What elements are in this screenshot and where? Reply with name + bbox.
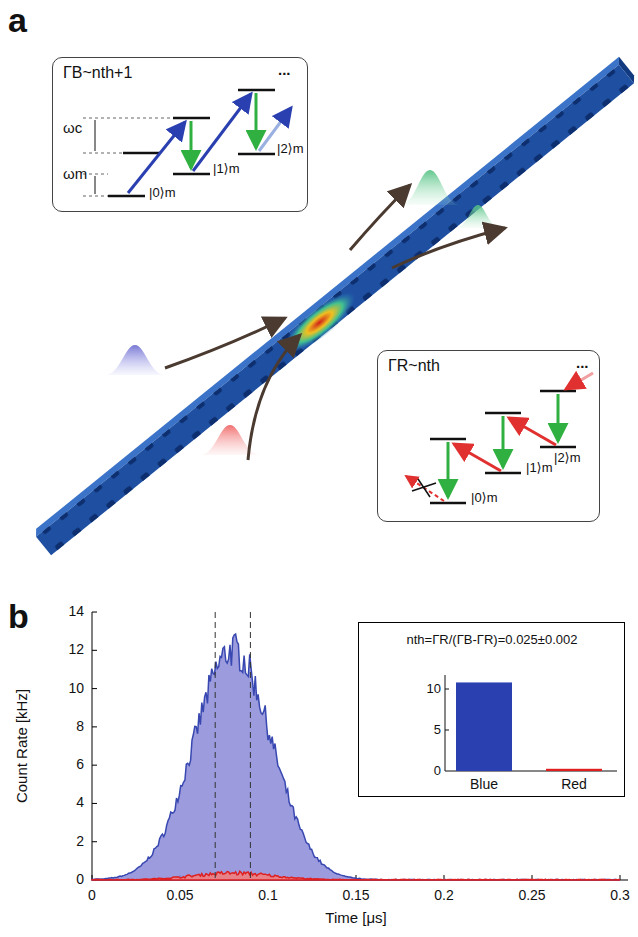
box-label: |1⟩m — [213, 162, 240, 176]
plot — [92, 871, 620, 880]
nanobeam — [32, 57, 623, 537]
bar-chart — [359, 623, 626, 798]
rate-box: ΓR~nth |0⟩m |1⟩m|2⟩m... — [377, 350, 600, 522]
level-diagram — [190, 121, 193, 168]
plot — [92, 612, 97, 613]
nanobeam — [32, 57, 638, 557]
box-label: 10 — [427, 682, 441, 696]
level-diagram — [412, 483, 436, 491]
plot — [92, 726, 97, 727]
plot — [92, 765, 97, 766]
tick-label: 0.05 — [166, 888, 193, 903]
tick-label: 0.1 — [258, 888, 277, 903]
level-diagram — [108, 195, 145, 198]
level-diagram — [83, 118, 173, 119]
tick-label: 14 — [68, 604, 84, 619]
level-diagram — [173, 117, 210, 120]
box-label: ωc — [63, 120, 82, 137]
level-diagram — [454, 444, 501, 471]
tick-label: 8 — [76, 719, 84, 734]
plot — [250, 612, 251, 880]
box-title: ΓR~nth — [388, 357, 440, 375]
tick-label: 10 — [68, 681, 84, 696]
level-diagram — [557, 394, 560, 441]
box-label: Blue — [470, 777, 498, 792]
level-diagram — [238, 153, 275, 156]
bar-chart — [445, 689, 449, 690]
plot — [92, 612, 628, 880]
level-diagram — [430, 502, 466, 505]
plot — [92, 612, 93, 880]
blue-pulse — [105, 345, 165, 375]
level-diagram — [193, 94, 251, 171]
level-diagram — [447, 442, 450, 497]
arrow — [165, 318, 285, 368]
arrow — [350, 185, 410, 250]
panel-letter: a — [8, 2, 27, 39]
axis-title: Count Rate [kHz] — [14, 689, 31, 803]
bar-chart — [456, 682, 512, 771]
green-pulse — [455, 205, 501, 228]
level-diagram — [406, 476, 444, 501]
level-diagram — [509, 418, 556, 445]
plot — [92, 650, 97, 651]
level-diagram — [238, 89, 275, 92]
level-diagram — [53, 58, 308, 213]
box-label: ... — [278, 62, 291, 79]
arrow — [392, 228, 505, 268]
rate-box: ΓB~nth+1 ωc ωm |0⟩m |1⟩m |2⟩m... — [52, 57, 308, 212]
box-label: |0⟩m — [149, 186, 176, 200]
level-diagram — [83, 196, 108, 197]
tick-label: 0.15 — [342, 888, 369, 903]
level-diagram — [485, 412, 521, 415]
level-diagram — [123, 152, 160, 155]
box-label: |2⟩m — [277, 142, 304, 156]
level-diagram — [255, 93, 258, 148]
nanobeam — [276, 283, 364, 361]
level-diagram — [95, 176, 96, 194]
box-label: |0⟩m — [471, 491, 498, 505]
tick-label: 12 — [68, 643, 84, 658]
plot — [92, 688, 97, 689]
level-diagram — [502, 416, 505, 467]
arrow — [248, 335, 300, 460]
inset-chart: nth=ΓR/(ΓB-ΓR)=0.025±0.002 10 5 0Blue Red — [358, 622, 625, 797]
level-diagram — [95, 120, 96, 151]
tick-label: 0.3 — [610, 888, 629, 903]
panel-letter: b — [8, 598, 29, 635]
level-diagram — [566, 373, 593, 389]
box-title: ΓB~nth+1 — [63, 64, 132, 82]
box-label: 5 — [434, 723, 441, 737]
box-label: |1⟩m — [526, 461, 553, 475]
level-diagram — [430, 438, 466, 441]
box-label: ωm — [63, 166, 87, 183]
box-title: nth=ΓR/(ΓB-ΓR)=0.025±0.002 — [407, 633, 578, 647]
tick-label: 0 — [88, 888, 96, 903]
level-diagram — [540, 446, 576, 449]
level-diagram — [173, 173, 210, 176]
plot — [92, 841, 97, 842]
box-label: |2⟩m — [554, 451, 581, 465]
plot — [92, 803, 97, 804]
plot — [215, 612, 216, 880]
tick-label: 0 — [76, 872, 84, 887]
level-diagram — [83, 153, 123, 154]
box-label: Red — [561, 777, 587, 792]
bar-chart — [546, 769, 602, 771]
box-label: 0 — [434, 764, 441, 778]
level-diagram — [128, 122, 185, 193]
tick-label: 0.2 — [434, 888, 453, 903]
box-label: ... — [576, 355, 589, 372]
level-diagram — [485, 472, 521, 475]
level-diagram — [540, 390, 576, 393]
tick-label: 6 — [76, 757, 84, 772]
tick-label: 4 — [76, 796, 84, 811]
axis-title: Time [μs] — [325, 910, 386, 927]
tick-label: 2 — [76, 834, 84, 849]
tick-label: 0.25 — [518, 888, 545, 903]
bar-chart — [445, 730, 449, 731]
